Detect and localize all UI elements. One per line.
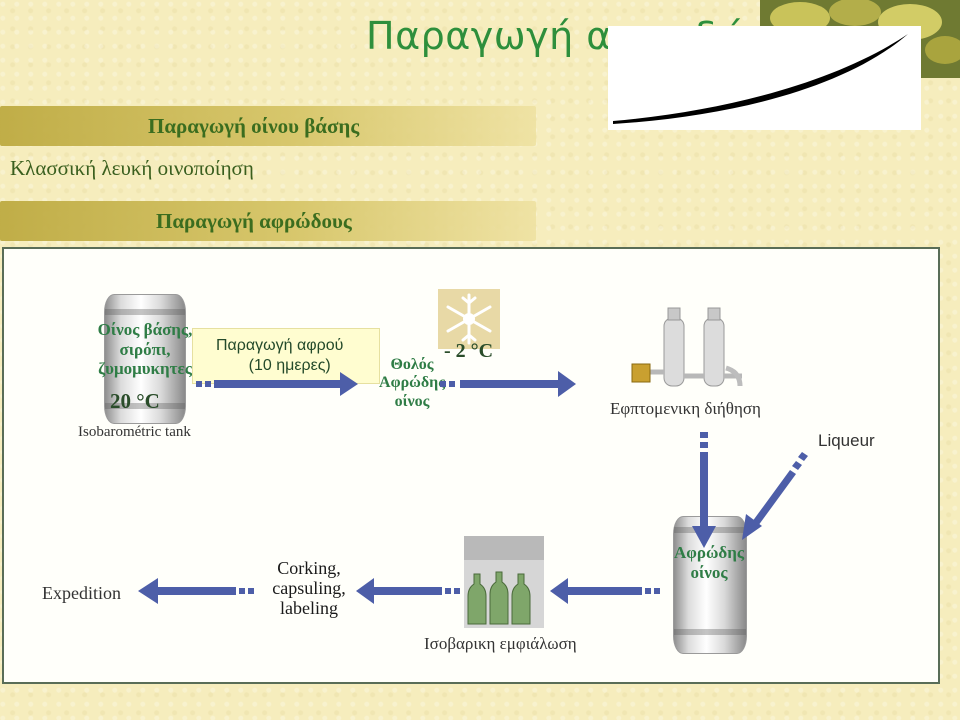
arrow-left-bottling — [550, 578, 660, 604]
white-vinification-text: Κλασσική λευκή οινοποίηση — [10, 156, 254, 180]
foam-production-label: Παραγωγή αφρού (10 ημερες) — [216, 337, 344, 374]
arrow-left-corking — [356, 578, 460, 604]
section-title-base-wine: Παραγωγή οίνου βάσης — [148, 114, 360, 138]
arrow-diagonal-liqueur — [742, 452, 808, 540]
section-bar-sparkling — [0, 201, 536, 241]
bottling-line-image — [464, 536, 544, 628]
arrow-right-1 — [196, 372, 358, 396]
sparkling-tank-icon — [673, 516, 747, 654]
foam-production-box — [192, 328, 380, 384]
cloudy-wine-label: Θολός Αφρώδης οίνος — [379, 356, 445, 410]
expedition-label: Expedition — [42, 583, 121, 603]
logo-swoosh — [608, 26, 921, 130]
arrow-left-expedition — [138, 578, 254, 604]
corking-label: Corking, capsuling, labeling — [272, 558, 346, 618]
isobaric-tank-icon — [104, 294, 186, 424]
arrow-right-2 — [440, 371, 576, 397]
tank-temperature: 20 °C — [110, 389, 160, 413]
bottling-label: Ισοβαρικη εμφιάλωση — [424, 634, 577, 653]
liqueur-label: Liqueur — [818, 431, 875, 450]
cold-temperature: - 2 °C — [444, 340, 494, 362]
section-bar-base-wine — [0, 106, 536, 146]
tank-caption: Isobarométric tank — [78, 424, 191, 440]
sparkling-wine-label: Αφρώδης οίνος — [673, 543, 745, 582]
filtration-label: Εφπτομενικη διήθηση — [610, 399, 761, 418]
snowflake-icon — [438, 289, 500, 349]
filter-equipment-icon — [630, 306, 750, 396]
arrow-down-filtration — [692, 432, 716, 548]
base-wine-label: Οίνος βάσης, σιρόπι, ζυμομυκητες — [97, 320, 193, 379]
section-title-sparkling: Παραγωγή αφρώδους — [156, 209, 352, 233]
